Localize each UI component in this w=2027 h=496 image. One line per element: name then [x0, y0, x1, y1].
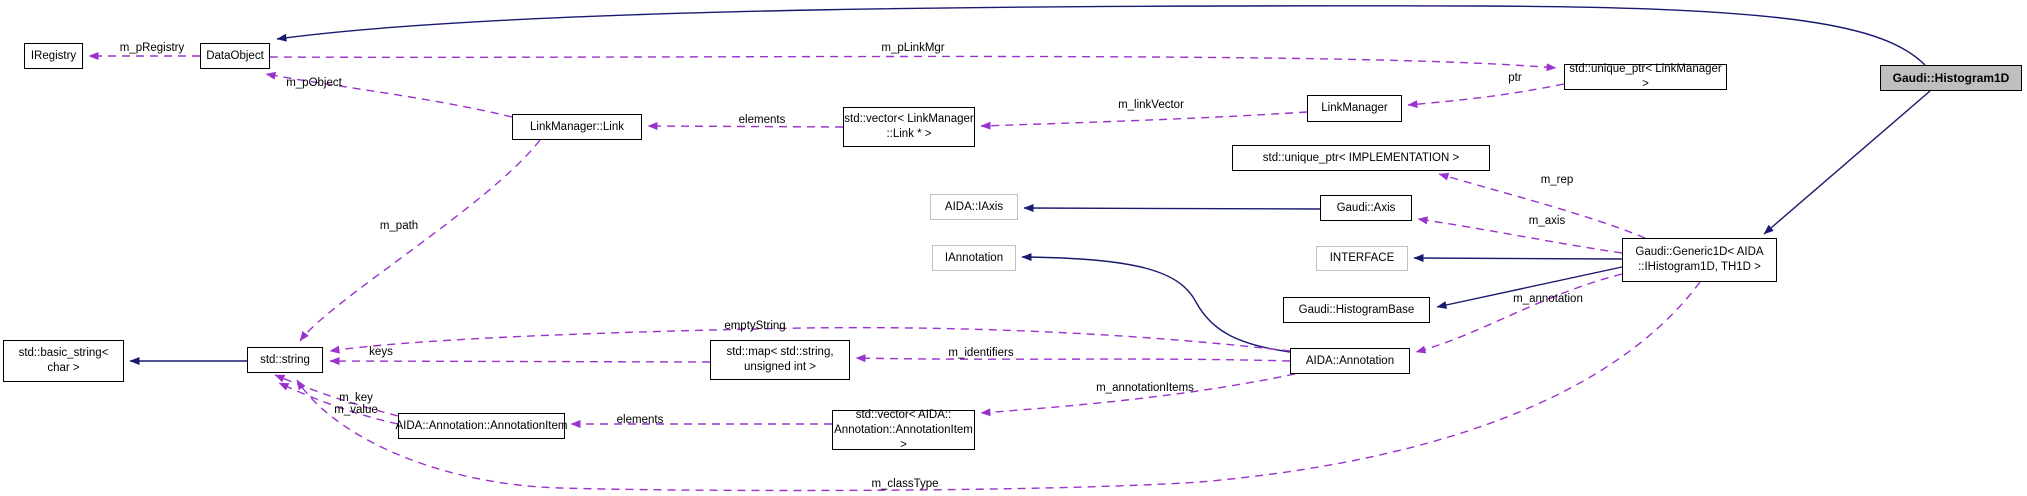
- edge-histogram1d-to-generic1d: [1763, 90, 1931, 235]
- edge-label-m-identifiers: m_identifiers: [948, 347, 1014, 359]
- edge-label-emptystring: emptyString: [724, 320, 786, 332]
- class-node-std-map[interactable]: std::map< std::string, unsigned int >: [710, 340, 850, 380]
- edge-label-elements-items: elements: [616, 414, 664, 426]
- class-node-gaudi-histogrambase[interactable]: Gaudi::HistogramBase: [1283, 297, 1430, 323]
- edge-elements-links: [647, 122, 844, 131]
- edge-m-linkvector: [980, 111, 1308, 130]
- edge-label-m-pregistry: m_pRegistry: [119, 42, 185, 54]
- edge-label-m-annotation: m_annotation: [1513, 293, 1583, 305]
- class-node-basic-string[interactable]: std::basic_string< char >: [3, 340, 124, 382]
- edge-label-m-path: m_path: [379, 220, 419, 232]
- edge-m-key: [274, 374, 399, 417]
- edge-histogram1d-to-dataobject: [276, 5, 1926, 66]
- class-node-vector-annotation-item[interactable]: std::vector< AIDA:: Annotation::Annotati…: [832, 409, 975, 451]
- edge-label-m-linkvector: m_linkVector: [1118, 99, 1184, 111]
- class-node-gaudi-generic1d[interactable]: Gaudi::Generic1D< AIDA ::IHistogram1D, T…: [1622, 238, 1777, 282]
- class-node-iregistry[interactable]: IRegistry: [24, 43, 83, 69]
- class-node-linkmanager-link[interactable]: LinkManager::Link: [512, 114, 642, 140]
- class-node-gaudi-histogram1d: Gaudi::Histogram1D: [1880, 65, 2022, 91]
- class-node-aida-iaxis: AIDA::IAxis: [930, 194, 1018, 220]
- edge-label-m-annotationitems: m_annotationItems: [1096, 382, 1194, 394]
- edge-annotation-to-iannotation: [1021, 253, 1291, 353]
- edge-emptystring: [329, 326, 1291, 354]
- class-node-vector-linkmanager-link[interactable]: std::vector< LinkManager ::Link * >: [843, 107, 975, 147]
- edge-m-axis: [1417, 216, 1623, 254]
- class-node-std-string[interactable]: std::string: [247, 347, 323, 373]
- class-node-interface: INTERFACE: [1316, 246, 1408, 271]
- edge-label-ptr: ptr: [1508, 72, 1522, 84]
- class-node-dataobject[interactable]: DataObject: [200, 43, 270, 69]
- class-node-linkmanager[interactable]: LinkManager: [1307, 95, 1402, 122]
- class-node-unique-ptr-linkmanager[interactable]: std::unique_ptr< LinkManager >: [1564, 63, 1727, 90]
- edge-label-m-rep: m_rep: [1540, 174, 1574, 186]
- edge-label-m-pobject: m_pObject: [286, 77, 342, 89]
- edge-m-pobject: [265, 71, 513, 118]
- edge-label-m-axis: m_axis: [1528, 215, 1566, 227]
- class-node-annotation-item[interactable]: AIDA::Annotation::AnnotationItem: [396, 413, 567, 439]
- class-node-iannotation: IAnnotation: [932, 245, 1016, 271]
- edge-axis-to-iaxis: [1023, 204, 1321, 213]
- edge-m-annotation: [1415, 273, 1623, 354]
- edge-generic1d-to-interface: [1413, 254, 1623, 263]
- edge-label-m-plinkmgr: m_pLinkMgr: [881, 42, 945, 54]
- edge-label-keys: keys: [369, 346, 393, 358]
- edge-keys: [329, 357, 711, 366]
- edge-label-m-key-m-value: m_key m_value: [334, 392, 378, 416]
- class-node-gaudi-axis[interactable]: Gaudi::Axis: [1320, 195, 1412, 221]
- edge-m-value: [278, 382, 399, 425]
- edge-m-annotationitems: [980, 373, 1296, 417]
- class-node-unique-ptr-implementation[interactable]: std::unique_ptr< IMPLEMENTATION >: [1232, 145, 1490, 171]
- edge-m-path: [299, 139, 541, 342]
- edge-label-m-classtype: m_classType: [871, 478, 939, 490]
- edge-ptr: [1407, 83, 1565, 109]
- edge-m-plinkmgr: [269, 55, 1557, 72]
- edge-m-classtype: [296, 281, 1701, 492]
- edge-generic1d-to-histogrambase: [1436, 266, 1623, 309]
- edge-label-elements-links: elements: [738, 114, 786, 126]
- edge-m-identifiers: [855, 354, 1291, 363]
- class-node-aida-annotation[interactable]: AIDA::Annotation: [1290, 348, 1410, 374]
